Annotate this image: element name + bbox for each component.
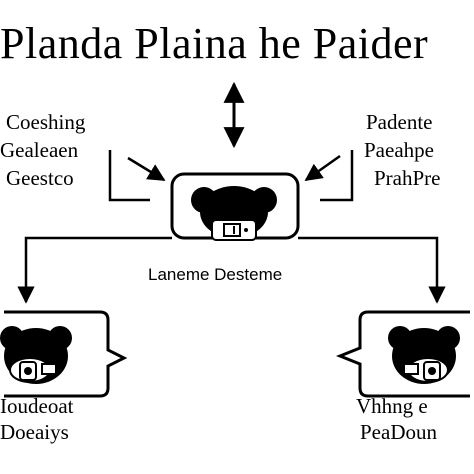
right-note-line-1: Padente (366, 110, 433, 134)
bear-icon (191, 186, 277, 241)
right-note-line-3: PrahPre (374, 166, 441, 190)
bear-icon (0, 326, 72, 384)
branch-right-arrow (298, 236, 446, 304)
bottom-right-label-line-1: Vhhng e (356, 394, 428, 418)
bottom-left-label-line-1: Ioudeoat (0, 394, 74, 418)
bottom-left-label-line-2: Doeaiys (0, 420, 69, 444)
left-bracket (108, 150, 150, 202)
right-arrow (304, 154, 341, 182)
center-label: Laneme Desteme (148, 265, 283, 284)
left-note-line-2: Gealeaen (0, 138, 79, 162)
left-note-line-3: Geestco (6, 166, 74, 190)
bear-icon (388, 326, 460, 384)
diagram-title: Planda Plaina he Paider (0, 19, 429, 68)
bottom-right-label-line-2: PeaDoun (360, 420, 437, 444)
bottom-right-bubble (335, 310, 470, 398)
right-bracket (320, 150, 354, 202)
right-note-line-2: Paeahpe (364, 138, 434, 162)
left-note-line-1: Coeshing (6, 110, 86, 134)
left-arrow (127, 156, 166, 182)
bottom-left-bubble (4, 310, 128, 398)
branch-left-arrow (17, 236, 172, 304)
